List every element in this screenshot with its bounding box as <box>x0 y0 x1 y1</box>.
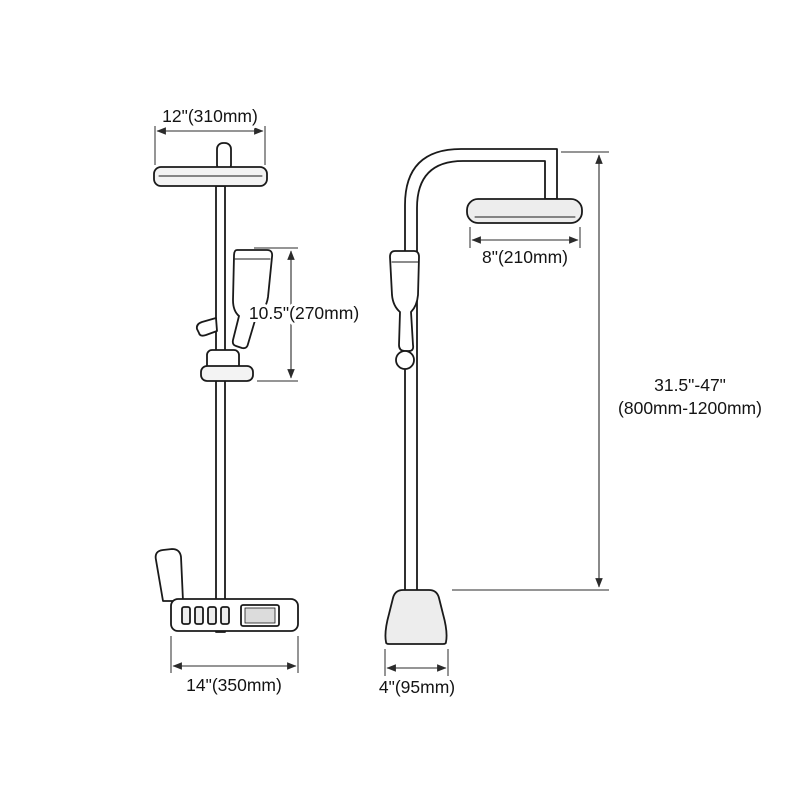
side-shower-head <box>466 198 583 224</box>
dimension-label: 10.5"(270mm) <box>249 303 359 323</box>
dimension-label: 4"(95mm) <box>379 677 455 697</box>
front-valve-button-2 <box>194 606 204 625</box>
front-view: 12"(310mm) 10.5"(270mm) 14"(350mm) <box>153 103 362 698</box>
side-dim-base-width: 4"(95mm) <box>376 649 458 700</box>
front-hand-shower <box>231 249 274 350</box>
dimension-label: 12"(310mm) <box>162 106 258 126</box>
front-valve-button-3 <box>207 606 217 625</box>
front-valve-button-1 <box>181 606 191 625</box>
side-hose-connector <box>395 350 415 370</box>
front-valve-button-4 <box>220 606 230 625</box>
front-display-screen <box>244 607 276 624</box>
dimension-label-line1: 31.5"-47" <box>654 375 726 395</box>
side-view: 8"(210mm) 31.5"-47" (800mm-1200mm) 4"(95… <box>376 148 765 700</box>
front-dim-hand-shower-height: 10.5"(270mm) <box>246 247 362 382</box>
dimension-label-line2: (800mm-1200mm) <box>618 398 762 418</box>
front-diverter-lever <box>195 317 218 337</box>
front-tub-spout <box>154 548 184 602</box>
front-dim-bottom-width: 14"(350mm) <box>170 636 299 698</box>
dimension-label: 14"(350mm) <box>186 675 282 695</box>
dimension-label: 8"(210mm) <box>482 247 568 267</box>
front-dim-top-width: 12"(310mm) <box>154 103 266 165</box>
side-dim-head-width: 8"(210mm) <box>469 227 581 270</box>
front-riser-pole <box>215 185 226 633</box>
side-dim-overall-height: 31.5"-47" (800mm-1200mm) <box>452 151 765 591</box>
front-soap-dish <box>200 365 254 382</box>
side-base <box>384 589 448 645</box>
